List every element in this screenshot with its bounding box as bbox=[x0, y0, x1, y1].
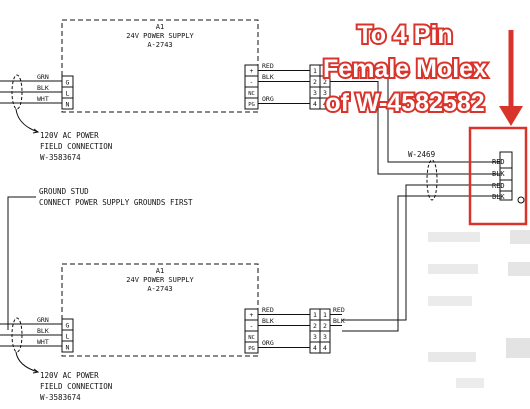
svg-text:2: 2 bbox=[323, 78, 327, 86]
power-supply-top: A1 24V POWER SUPPLY A-2743 G L N GRN BLK… bbox=[0, 19, 500, 175]
svg-text:NC: NC bbox=[248, 335, 255, 341]
molex-connector: RED BLK RED BLK bbox=[492, 151, 525, 204]
ac-note-top: 120V AC POWER FIELD CONNECTION W-3583674 bbox=[40, 131, 112, 162]
svg-text:-: - bbox=[250, 322, 254, 330]
highlight-box bbox=[468, 126, 528, 226]
svg-text:120V AC POWER: 120V AC POWER bbox=[40, 371, 99, 380]
svg-text:2: 2 bbox=[313, 322, 317, 330]
callout-line-1: To 4 Pin bbox=[357, 21, 452, 49]
svg-text:120V AC POWER: 120V AC POWER bbox=[40, 131, 99, 140]
molex-wire-red-1: RED bbox=[492, 158, 505, 166]
svg-text:L: L bbox=[66, 333, 70, 341]
out-wire-org: ORG bbox=[262, 95, 274, 103]
out-wire-blk: BLK bbox=[262, 73, 274, 81]
svg-text:4: 4 bbox=[313, 344, 317, 352]
svg-text:1: 1 bbox=[323, 311, 327, 319]
svg-text:N: N bbox=[66, 344, 70, 352]
svg-text:RED: RED bbox=[262, 306, 274, 314]
callout-line-3: of W-4582582 bbox=[325, 89, 484, 117]
out-wire-red: RED bbox=[262, 62, 274, 70]
svg-text:G: G bbox=[66, 322, 70, 330]
terminal-g: G bbox=[66, 79, 70, 87]
wire-label-blk: BLK bbox=[37, 84, 49, 92]
molex-wire-red-2: RED bbox=[492, 182, 505, 190]
svg-text:3: 3 bbox=[313, 89, 317, 97]
callout-arrow-head-icon bbox=[499, 106, 523, 126]
pin-connector-top: 1 2 3 4 1 2 3 4 bbox=[309, 64, 331, 110]
svg-text:FIELD CONNECTION: FIELD CONNECTION bbox=[40, 142, 112, 151]
svg-text:CONNECT POWER SUPPLY GROUNDS F: CONNECT POWER SUPPLY GROUNDS FIRST bbox=[39, 198, 193, 207]
svg-text:2: 2 bbox=[313, 78, 317, 86]
terminal-plus: + bbox=[250, 67, 254, 75]
svg-text:1: 1 bbox=[313, 67, 317, 75]
wire-label-grn: GRN bbox=[37, 73, 49, 81]
svg-text:WHT: WHT bbox=[37, 338, 49, 346]
psu-bottom-ref: A1 bbox=[156, 267, 164, 275]
molex-wire-blk-2: BLK bbox=[492, 193, 505, 201]
svg-text:3: 3 bbox=[323, 333, 327, 341]
svg-text:2: 2 bbox=[323, 322, 327, 330]
svg-text:GRN: GRN bbox=[37, 316, 49, 324]
svg-text:BLK: BLK bbox=[37, 327, 49, 335]
svg-text:4: 4 bbox=[323, 344, 327, 352]
svg-text:1: 1 bbox=[323, 67, 327, 75]
terminal-pg: PG bbox=[248, 102, 255, 108]
callout: To 4 Pin Female Molex of W-4582582 bbox=[321, 19, 528, 226]
psu-bottom-name: 24V POWER SUPPLY bbox=[126, 276, 194, 284]
psu-top-part: A-2743 bbox=[147, 41, 172, 49]
svg-text:PG: PG bbox=[248, 346, 255, 352]
svg-text:BLK: BLK bbox=[262, 317, 274, 325]
pin-connector-bottom: 1 2 3 4 1 2 3 4 bbox=[309, 308, 331, 354]
svg-text:+: + bbox=[250, 311, 254, 319]
molex-wire-blk-1: BLK bbox=[492, 170, 505, 178]
psu-top-ref: A1 bbox=[156, 23, 164, 31]
cable-w2469: W-2469 bbox=[342, 150, 500, 332]
ac-note-bottom: 120V AC POWER FIELD CONNECTION W-3583674 bbox=[40, 371, 112, 402]
cable-label: W-2469 bbox=[408, 150, 435, 159]
psu-bottom-part: A-2743 bbox=[147, 285, 172, 293]
callout-line-2: Female Molex bbox=[323, 55, 487, 83]
svg-text:ORG: ORG bbox=[262, 339, 274, 347]
svg-text:W-3583674: W-3583674 bbox=[40, 393, 81, 402]
cable-bundle-symbol bbox=[11, 74, 23, 110]
terminal-l: L bbox=[66, 90, 70, 98]
svg-text:FIELD CONNECTION: FIELD CONNECTION bbox=[40, 382, 112, 391]
svg-text:4: 4 bbox=[313, 100, 317, 108]
terminal-n: N bbox=[66, 101, 70, 109]
wire-label-wht: WHT bbox=[37, 95, 49, 103]
terminal-minus: - bbox=[250, 78, 254, 86]
power-supply-bottom: A1 24V POWER SUPPLY A-2743 G L N GRN BLK… bbox=[0, 263, 345, 374]
svg-text:4: 4 bbox=[323, 100, 327, 108]
svg-text:GROUND STUD: GROUND STUD bbox=[39, 187, 89, 196]
svg-text:1: 1 bbox=[313, 311, 317, 319]
terminal-nc: NC bbox=[248, 91, 255, 97]
svg-text:3: 3 bbox=[323, 89, 327, 97]
svg-text:3: 3 bbox=[313, 333, 317, 341]
blurred-region bbox=[428, 230, 530, 388]
psu-top-name: 24V POWER SUPPLY bbox=[126, 32, 194, 40]
conn-wire-red: RED bbox=[333, 306, 345, 314]
ground-note: GROUND STUD CONNECT POWER SUPPLY GROUNDS… bbox=[7, 187, 193, 330]
conn-wire-blk: BLK bbox=[333, 317, 345, 325]
svg-text:W-3583674: W-3583674 bbox=[40, 153, 81, 162]
